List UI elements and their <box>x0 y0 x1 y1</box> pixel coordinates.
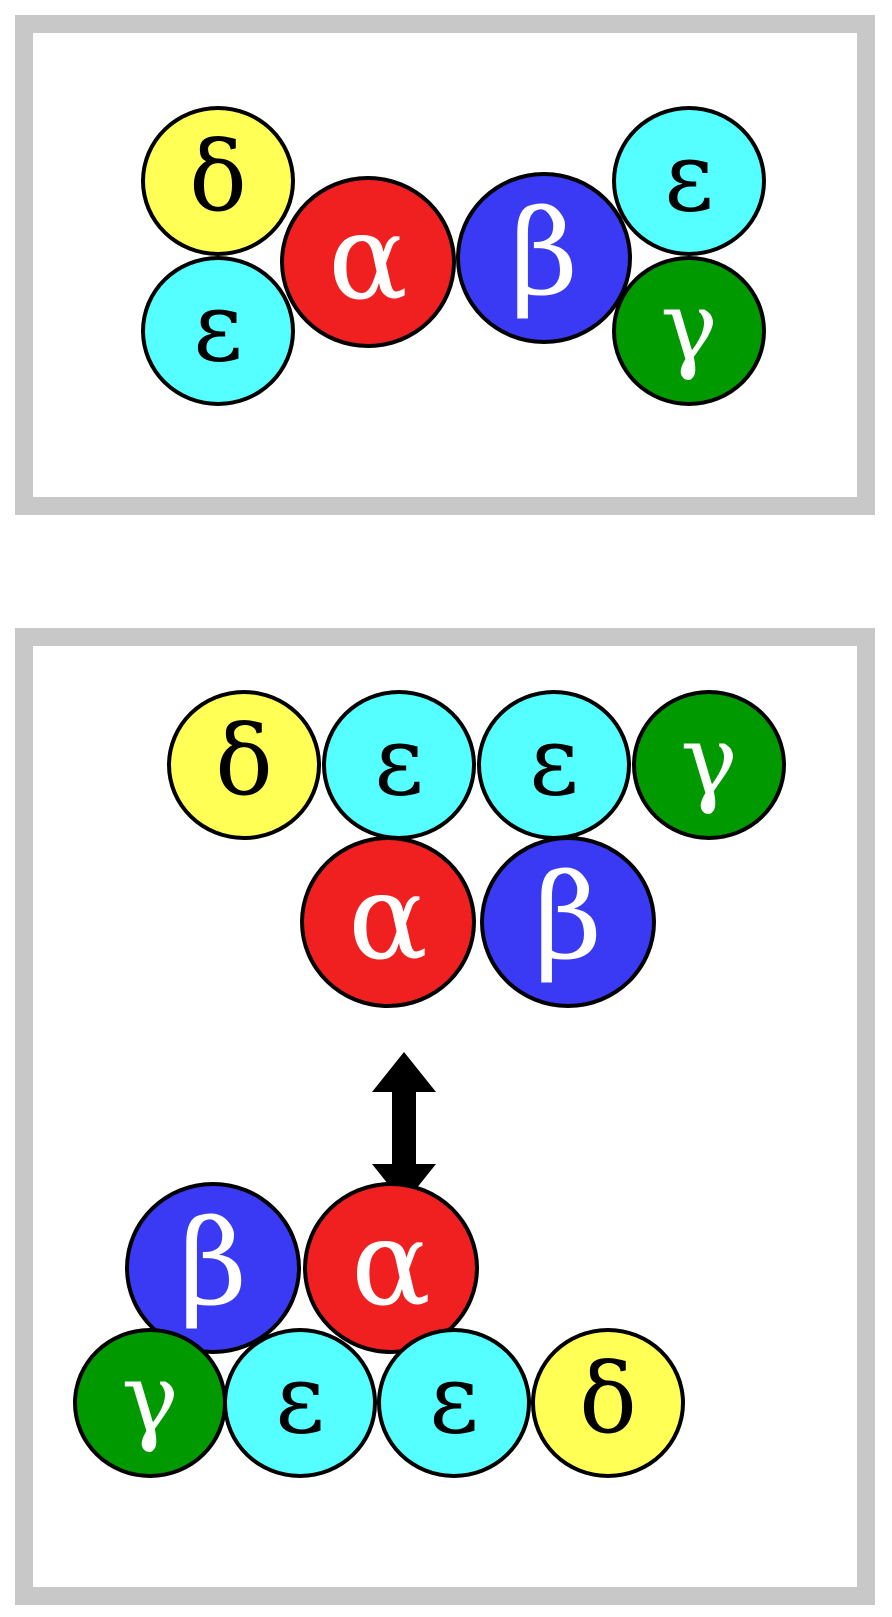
subunit-label: β <box>509 184 579 322</box>
subunit-label: ε <box>275 1343 325 1455</box>
subunit-label: ε <box>664 121 714 233</box>
upper-gamma-subunit: γ <box>632 690 786 840</box>
subunit-label: γ <box>680 705 738 817</box>
top-epsilon-subunit-left: ε <box>141 256 295 406</box>
top-delta-subunit: δ <box>141 106 295 256</box>
subunit-label: β <box>533 848 603 986</box>
upper-beta-subunit: β <box>480 836 656 1008</box>
lower-epsilon-subunit-2: ε <box>377 1328 531 1478</box>
top-epsilon-subunit-right: ε <box>612 106 766 256</box>
subunit-label: γ <box>660 271 718 383</box>
lower-epsilon-subunit-1: ε <box>223 1328 377 1478</box>
upper-epsilon-subunit-1: ε <box>322 690 476 840</box>
subunit-label: δ <box>215 705 273 817</box>
lower-beta-subunit: β <box>125 1182 301 1354</box>
top-alpha-subunit: α <box>280 176 456 348</box>
upper-epsilon-subunit-2: ε <box>477 690 631 840</box>
lower-gamma-subunit: γ <box>73 1328 227 1478</box>
subunit-label: δ <box>189 121 247 233</box>
upper-delta-subunit: δ <box>167 690 321 840</box>
subunit-label: β <box>178 1194 248 1332</box>
subunit-label: δ <box>579 1343 637 1455</box>
top-panel <box>15 15 875 515</box>
subunit-label: α <box>348 848 428 986</box>
subunit-label: γ <box>121 1343 179 1455</box>
top-beta-subunit: β <box>456 172 632 344</box>
upper-alpha-subunit: α <box>300 836 476 1008</box>
double-headed-vertical-arrow-icon <box>372 1052 436 1204</box>
subunit-label: α <box>328 188 408 326</box>
subunit-label: ε <box>193 271 243 383</box>
subunit-label: ε <box>374 705 424 817</box>
subunit-label: ε <box>429 1343 479 1455</box>
top-gamma-subunit: γ <box>612 256 766 406</box>
lower-alpha-subunit: α <box>303 1182 479 1354</box>
lower-delta-subunit: δ <box>531 1328 685 1478</box>
subunit-label: ε <box>529 705 579 817</box>
subunit-label: α <box>351 1194 431 1332</box>
